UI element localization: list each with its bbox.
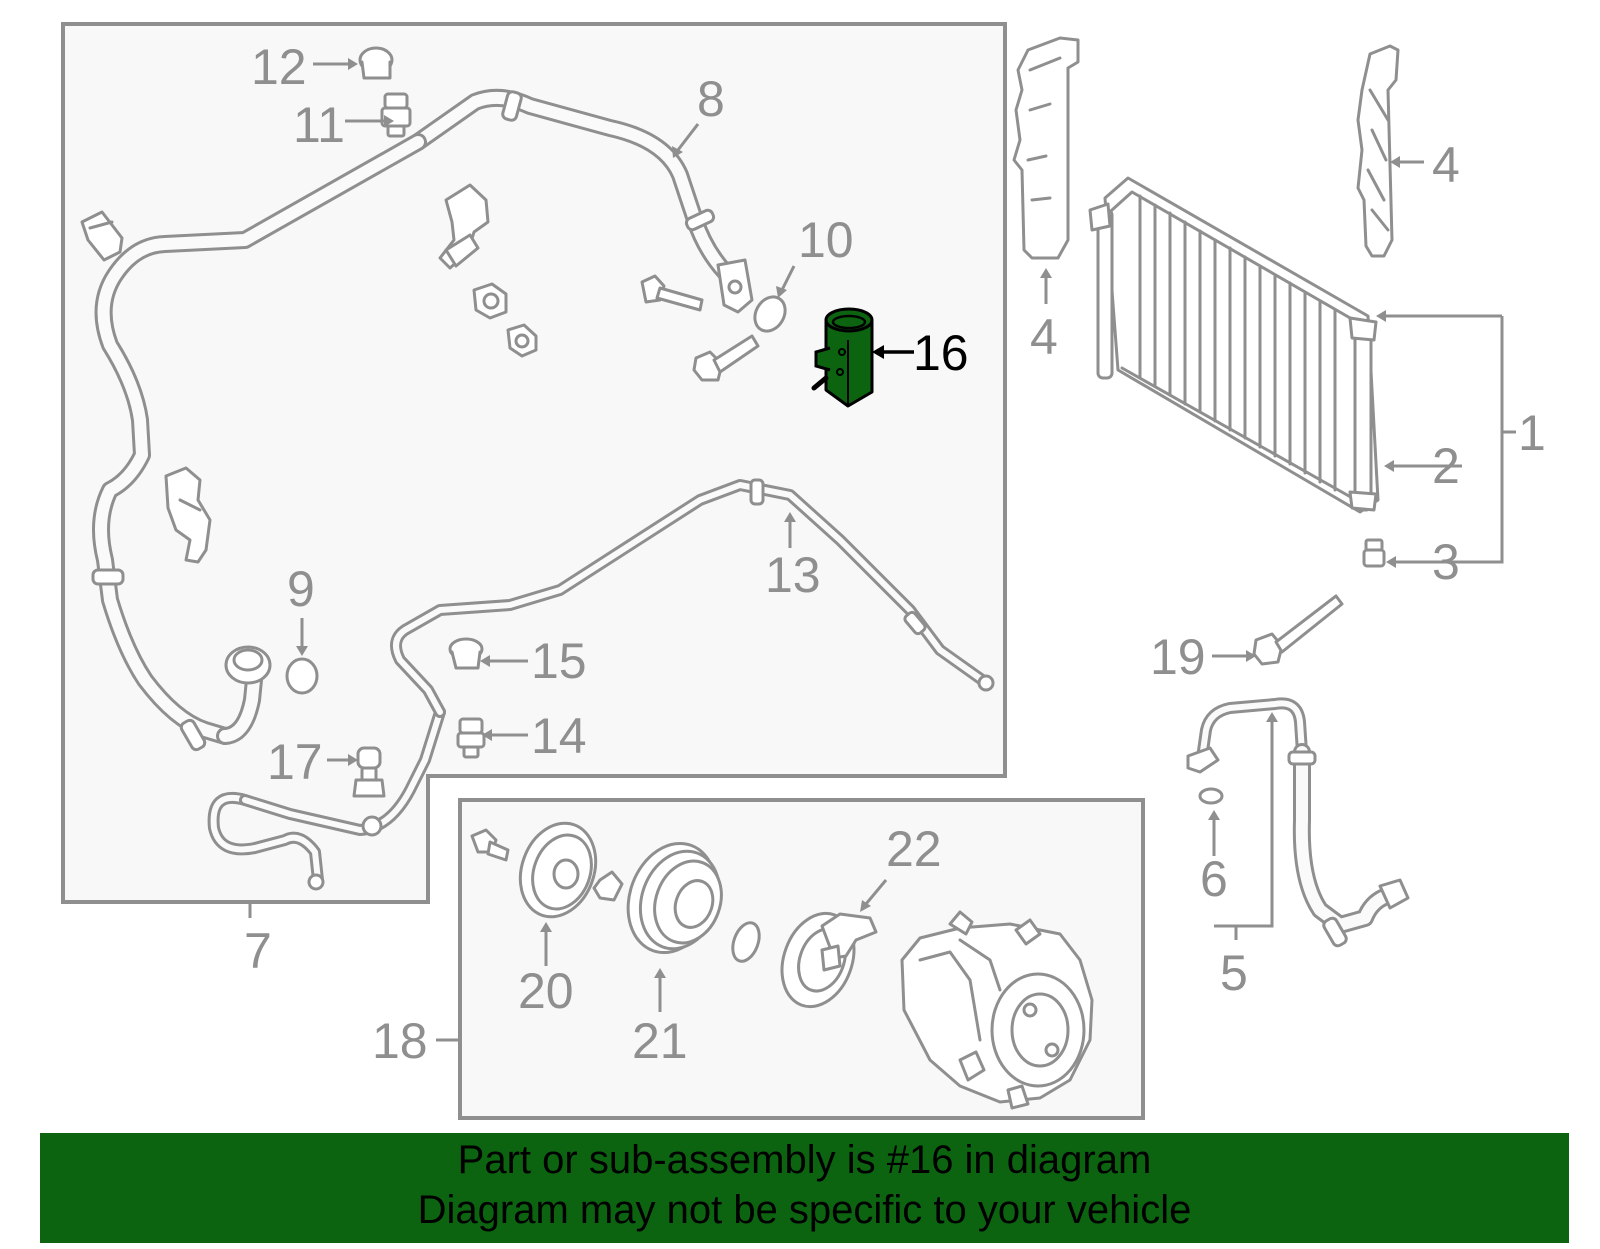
bolt-upper — [640, 274, 704, 312]
part-22-field-coil — [780, 911, 878, 1009]
info-banner: Part or sub-assembly is #16 in diagram D… — [40, 1133, 1569, 1243]
part-3-drain-plug — [1362, 538, 1386, 568]
part-10-o-ring — [753, 295, 787, 333]
part-20-clutch-hub — [518, 821, 598, 919]
callout-6: 6 — [1200, 851, 1228, 907]
bracket-left-mid — [164, 466, 212, 564]
callout-1: 1 — [1518, 405, 1546, 461]
callout-19: 19 — [1150, 629, 1206, 685]
part-14-sensor — [456, 717, 486, 759]
part-9-o-ring — [285, 657, 319, 695]
bracket-clip-left — [80, 210, 124, 262]
part-16-expansion-valve — [811, 307, 874, 408]
nut-center-lower — [506, 323, 538, 358]
callout-3: 3 — [1432, 534, 1460, 590]
bolt-clutch — [470, 828, 510, 862]
callout-4-left: 4 — [1030, 309, 1058, 365]
callout-20: 20 — [518, 963, 574, 1019]
bolt-lower — [692, 334, 760, 382]
part-17-valve — [352, 746, 386, 798]
snap-ring — [592, 870, 624, 902]
bracket-center — [438, 183, 490, 270]
banner-line-1: Part or sub-assembly is #16 in diagram — [457, 1138, 1152, 1182]
callout-22: 22 — [886, 821, 942, 877]
callout-21: 21 — [632, 1013, 688, 1069]
callout-15: 15 — [531, 633, 587, 689]
part-21-pulley — [626, 841, 723, 955]
snap-ring-small — [731, 921, 761, 963]
callout-11: 11 — [293, 97, 345, 153]
compressor-body — [900, 910, 1094, 1110]
callout-4-right: 4 — [1432, 137, 1460, 193]
banner-line-2: Diagram may not be specific to your vehi… — [417, 1188, 1192, 1232]
callout-8: 8 — [697, 71, 725, 127]
callout-13: 13 — [765, 547, 821, 603]
part-8-suction-hose — [409, 88, 754, 314]
part-5-discharge-hose — [1186, 697, 1410, 948]
callout-labels: 12 11 8 10 16 9 15 14 17 13 7 4 4 1 2 3 … — [244, 39, 1546, 1069]
part-6-o-ring — [1198, 787, 1224, 805]
callout-12: 12 — [251, 39, 307, 95]
part-15-cap — [448, 637, 484, 670]
part-19-bolt — [1252, 594, 1344, 666]
callout-18: 18 — [372, 1013, 428, 1069]
group-7-frame — [61, 22, 1007, 904]
callout-9: 9 — [287, 561, 315, 617]
part-4-left-bracket — [1012, 36, 1080, 260]
part-7-hose-assembly — [91, 133, 446, 891]
callout-7: 7 — [244, 923, 272, 979]
part-13-liquid-line — [390, 478, 995, 718]
nut-center-upper — [472, 282, 508, 320]
callout-10: 10 — [798, 212, 854, 268]
part-12-cap — [358, 46, 394, 80]
leader-lines — [248, 58, 1516, 1042]
callout-14: 14 — [531, 708, 587, 764]
callout-16: 16 — [913, 325, 969, 381]
callout-17: 17 — [267, 734, 323, 790]
callout-5: 5 — [1220, 945, 1248, 1001]
part-4-right-bracket — [1356, 44, 1400, 258]
callout-2: 2 — [1432, 438, 1460, 494]
part-2-condenser — [1088, 176, 1380, 514]
